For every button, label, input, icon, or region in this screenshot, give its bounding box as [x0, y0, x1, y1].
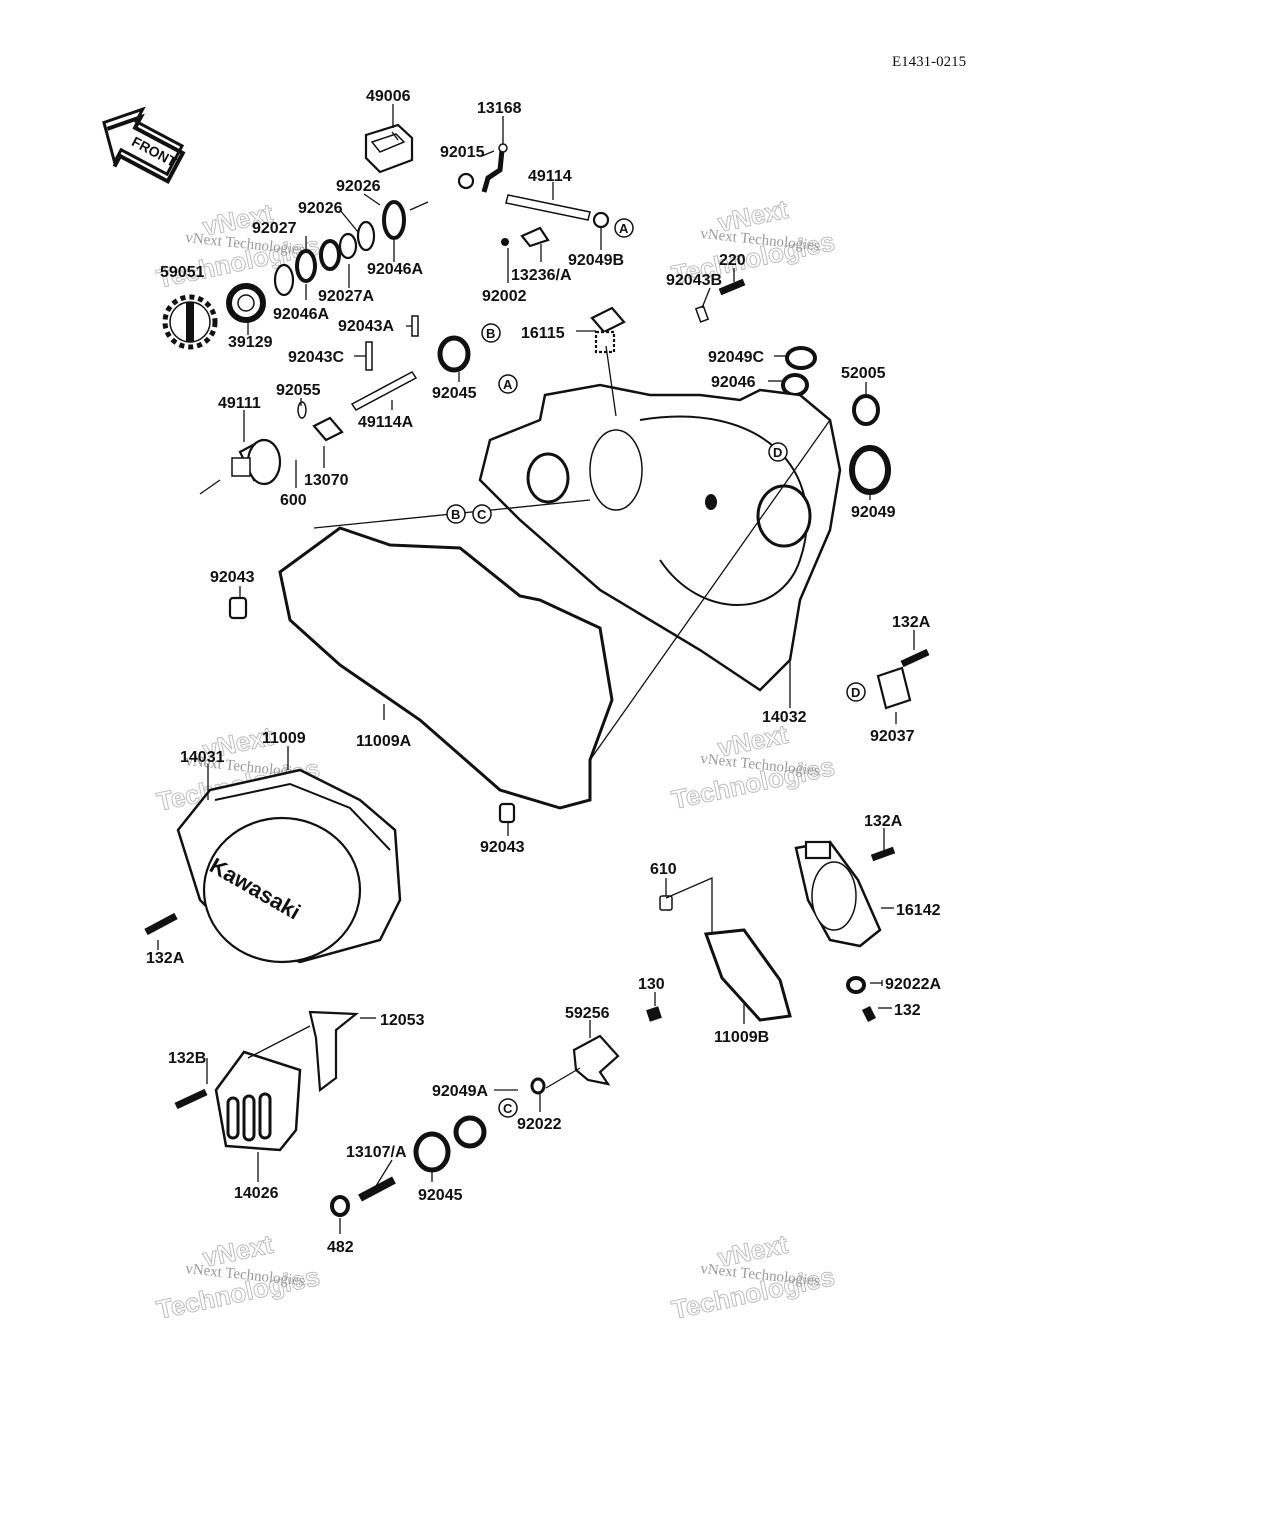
- part-label: 49111: [218, 395, 261, 412]
- reference-markers: A B A D B C D C: [446, 218, 866, 1118]
- ref-marker-b: B: [446, 504, 466, 524]
- ref-marker-c: C: [472, 504, 492, 524]
- ref-marker-d: D: [846, 682, 866, 702]
- part-11009A-gasket-graphic: [278, 526, 614, 810]
- diagram-code: E1431-0215: [892, 54, 966, 70]
- svg-text:B: B: [451, 507, 460, 522]
- part-label: 600: [280, 492, 307, 509]
- part-labels: 49006 13168 92015 49114 92026 92026 9202…: [146, 88, 941, 1256]
- svg-text:D: D: [851, 685, 860, 700]
- part-label: 92043B: [666, 272, 722, 289]
- part-label: 92046: [711, 374, 756, 391]
- front-arrow-icon: FRONT: [102, 106, 186, 185]
- part-label: 92055: [276, 382, 321, 399]
- part-11009B-gasket-graphic: [703, 928, 792, 1022]
- part-16115-plug-graphic: [590, 306, 626, 354]
- part-49006-graphic: [364, 123, 414, 174]
- svg-text:C: C: [503, 1101, 513, 1116]
- part-label: 132: [894, 1002, 921, 1019]
- part-59256-impeller-graphic: [572, 1034, 620, 1086]
- svg-text:A: A: [619, 221, 629, 236]
- part-label: 92026: [336, 178, 381, 195]
- part-label: 132A: [892, 614, 931, 631]
- part-49111-impeller-graphic: [231, 438, 282, 486]
- part-label: 132B: [168, 1050, 206, 1067]
- part-label: 16142: [896, 902, 941, 919]
- part-label: 59051: [160, 264, 205, 281]
- ref-marker-a: A: [498, 374, 518, 394]
- part-label: 92043A: [338, 318, 394, 335]
- part-49114-graphic: [505, 194, 610, 229]
- part-39129-graphic: [226, 283, 266, 323]
- svg-text:D: D: [773, 445, 782, 460]
- part-14026-guard-graphic: [214, 1050, 302, 1152]
- part-13168-graphic: [481, 143, 508, 193]
- part-label: 92026: [298, 200, 343, 217]
- part-label: 130: [638, 976, 665, 993]
- part-label: 13168: [477, 100, 522, 117]
- part-label: 14031: [180, 749, 225, 766]
- part-label: 16115: [521, 325, 565, 342]
- part-label: 92043: [210, 569, 255, 586]
- part-label: 92049: [851, 504, 896, 521]
- part-label: 14026: [234, 1185, 279, 1202]
- part-label: 52005: [841, 365, 886, 382]
- leader-lines: [157, 104, 915, 1234]
- part-label: 92045: [432, 385, 477, 402]
- part-label: 92049A: [432, 1083, 488, 1100]
- part-label: 92027A: [318, 288, 374, 305]
- part-label: 132A: [146, 950, 185, 967]
- part-16142-cover-graphic: [794, 840, 882, 948]
- part-label: 11009B: [714, 1029, 769, 1046]
- part-label: 132A: [864, 813, 903, 830]
- part-label: 13107/A: [346, 1144, 407, 1161]
- svg-text:C: C: [477, 507, 487, 522]
- part-14031-cover-graphic: Kawasaki: [176, 768, 402, 964]
- part-label: 49114: [528, 168, 572, 185]
- part-label: 49114A: [358, 414, 414, 431]
- part-label: 92022A: [885, 976, 941, 993]
- ref-marker-c: C: [498, 1098, 518, 1118]
- part-label: 92015: [440, 144, 485, 161]
- part-label: 11009: [262, 730, 306, 747]
- part-label: 92049B: [568, 252, 624, 269]
- part-label: 59256: [565, 1005, 610, 1022]
- part-label: 610: [650, 861, 677, 878]
- svg-text:B: B: [486, 326, 495, 341]
- part-label: 92043C: [288, 349, 344, 366]
- part-label: 220: [719, 252, 746, 269]
- svg-text:A: A: [503, 377, 513, 392]
- part-label: 92027: [252, 220, 297, 237]
- part-label: 92002: [482, 288, 527, 305]
- ref-marker-d: D: [768, 442, 788, 462]
- part-label: 92037: [870, 728, 915, 745]
- part-label: 11009A: [356, 733, 412, 750]
- ref-marker-a: A: [614, 218, 634, 238]
- part-label: 92049C: [708, 349, 764, 366]
- part-label: 13236/A: [511, 267, 572, 284]
- part-14032-cover-graphic: [478, 383, 842, 692]
- part-label: 92046A: [273, 306, 329, 323]
- part-label: 12053: [380, 1012, 425, 1029]
- part-label: 92046A: [367, 261, 423, 278]
- part-washers-graphic: [273, 200, 406, 297]
- part-label: 482: [327, 1239, 354, 1256]
- part-label: 92022: [517, 1116, 562, 1133]
- part-59051-gear-icon: [162, 294, 218, 350]
- ref-marker-b: B: [481, 323, 501, 343]
- part-label: 49006: [366, 88, 411, 105]
- part-label: 92045: [418, 1187, 463, 1204]
- part-label: 39129: [228, 334, 273, 351]
- part-label: 92043: [480, 839, 525, 856]
- part-label: 13070: [304, 472, 349, 489]
- part-label: 14032: [762, 709, 807, 726]
